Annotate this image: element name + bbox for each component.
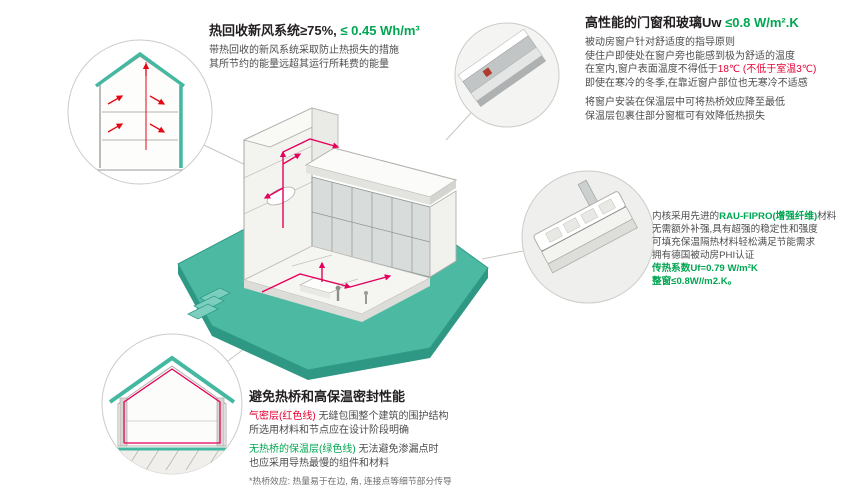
airtight-layer-line (123, 368, 221, 444)
insulation-line-1-rest: 无缝包围整个建筑的围护结构 (315, 411, 449, 422)
building-section-insulation-icon (101, 333, 243, 475)
insulation-layer-label: 无热桥的保温层(绿色线) (249, 444, 356, 455)
material-line-3: 可填充保温隔热材料轻松满足节能需求 (652, 237, 816, 248)
windows-title: 高性能的门窗和玻璃Uw ≤0.8 W/m².K (585, 12, 861, 31)
connector-right (481, 250, 524, 260)
window-corner-detail-icon (454, 22, 560, 128)
window-frame-profile-icon (521, 170, 655, 304)
material-line-1-pre: 内核采用先进的 (652, 211, 720, 222)
windows-line-6: 保温层包裹住部分窗框可有效降低热损失 (585, 110, 765, 122)
insulation-layer-line (108, 355, 236, 404)
material-line-1: 内核采用先进的RAU-FIPRO(增强纤维)材料 (652, 210, 864, 223)
people-figures (335, 285, 368, 304)
windows-line-2: 使住户即使处在窗户旁也能感到极为舒适的温度 (585, 50, 795, 62)
windows-title-text: 高性能的门窗和玻璃Uw (585, 15, 726, 30)
house-structure (242, 107, 458, 322)
thermal-bridge-footnote: *热桥效应: 热量易于在边, 角, 连接点等细节部分传导 (249, 476, 452, 486)
garden-steps (187, 287, 231, 320)
platform-side (178, 264, 488, 380)
connector-top-right (445, 112, 472, 141)
windows-line-5: 将窗户安装在保温层中可将热桥效应降至最低 (585, 97, 785, 108)
windows-line-4: 即使在寒冷的冬季,在靠近窗户部位也无寒冷不适感 (585, 77, 808, 89)
insulation-line-3: 无热桥的保温层(绿色线) 无法避免渗漏点时 (249, 443, 549, 457)
heat-recovery-title-value: ≤ 0.45 Wh/m³ (340, 23, 420, 38)
insulation-line-3-rest: 无法避免渗漏点时 (355, 444, 439, 455)
material-line-2: 无需额外补强,具有超强的稳定性和强度 (652, 224, 818, 235)
material-block: 内核采用先进的RAU-FIPRO(增强纤维)材料 无需额外补强,具有超强的稳定性… (652, 210, 864, 288)
building-section-ventilation-icon (67, 39, 213, 185)
windows-title-value: ≤0.8 W/m².K (725, 15, 799, 30)
insulation-line-2: 所选用材料和节点应在设计阶段明确 (249, 424, 409, 436)
heat-recovery-title-text: 热回收新风系统≥75%, (209, 23, 341, 38)
material-uf-value: 传热系数Uf=0.79 W/m²K (652, 263, 758, 274)
insulation-line-1: 气密层(红色线) 无缝包围整个建筑的围护结构 (249, 410, 549, 424)
windows-line-3-pre: 在室内,窗户表面温度不得低于 (585, 64, 718, 75)
bathtub (266, 186, 296, 206)
windows-line-3-temp: 18℃ (不低于室温3℃) (717, 64, 817, 75)
isometric-passive-house-illustration (177, 107, 489, 380)
windows-line-3: 在室内,窗户表面温度不得低于18℃ (不低于室温3℃) (585, 63, 861, 77)
insulation-title: 避免热桥和高保温密封性能 (249, 389, 406, 404)
material-line-4: 拥有德国被动房PHI认证 (652, 250, 755, 261)
windows-block: 高性能的门窗和玻璃Uw ≤0.8 W/m².K 被动房窗户针对舒适度的指导原则 … (585, 12, 861, 123)
heat-recovery-block: 热回收新风系统≥75%, ≤ 0.45 Wh/m³ 带热回收的新风系统采取防止热… (209, 20, 489, 71)
insulation-line-4: 也应采用导热最慢的组件和材料 (249, 457, 389, 469)
material-line-1-post: 材料 (817, 211, 837, 222)
heat-recovery-line-1: 带热回收的新风系统采取防止热损失的措施 (209, 45, 399, 56)
airtight-layer-label: 气密层(红色线) (249, 411, 316, 422)
material-uw-value: 整窗≤0.8W//m2.K。 (652, 276, 738, 287)
heat-recovery-title: 热回收新风系统≥75%, ≤ 0.45 Wh/m³ (209, 20, 489, 39)
windows-line-1: 被动房窗户针对舒适度的指导原则 (585, 37, 735, 48)
insulation-block: 避免热桥和高保温密封性能 气密层(红色线) 无缝包围整个建筑的围护结构 所选用材… (249, 386, 549, 487)
material-line-1-highlight: RAU-FIPRO(增强纤维) (719, 211, 818, 222)
ventilation-duct-lines (261, 138, 392, 293)
heat-recovery-line-2: 其所节约的能量远超其运行所耗费的能量 (209, 58, 389, 70)
